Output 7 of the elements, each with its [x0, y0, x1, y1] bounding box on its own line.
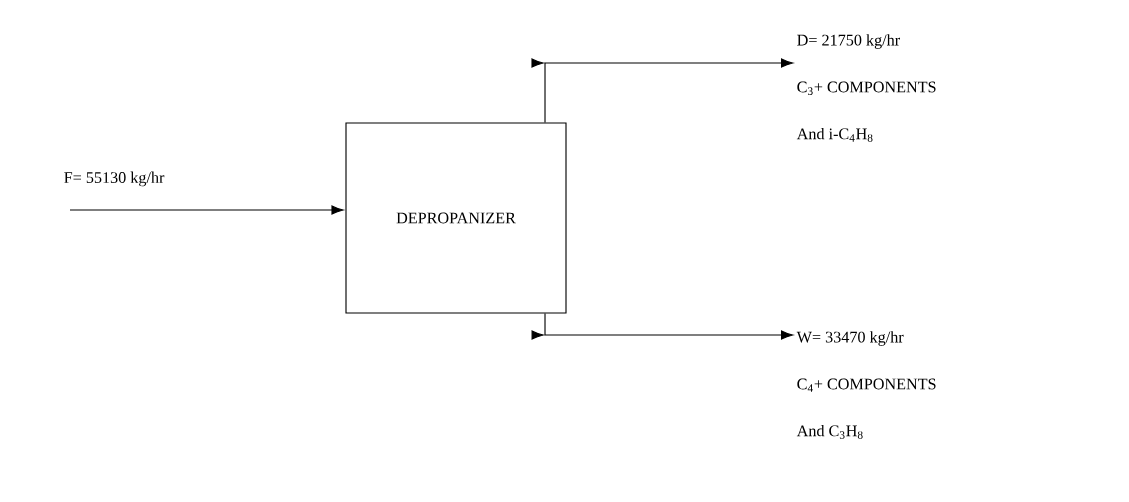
arrow — [531, 313, 794, 340]
stream-label: D= 21750 kg/hr C$_{3}$+ COMPONENTS And i-C$_{4}$H$_{8}$ — [796, 34, 936, 142]
edge-label: F= 55130 kg/hr — [64, 171, 165, 187]
arrow — [531, 58, 794, 123]
stream-label: W= 33470 kg/hr C$_{4}$+ COMPONENTS And C$_{3}$H$_{8}$ — [796, 331, 936, 439]
arrow — [69, 205, 344, 215]
process-box: DEPROPANIZER — [345, 122, 567, 314]
